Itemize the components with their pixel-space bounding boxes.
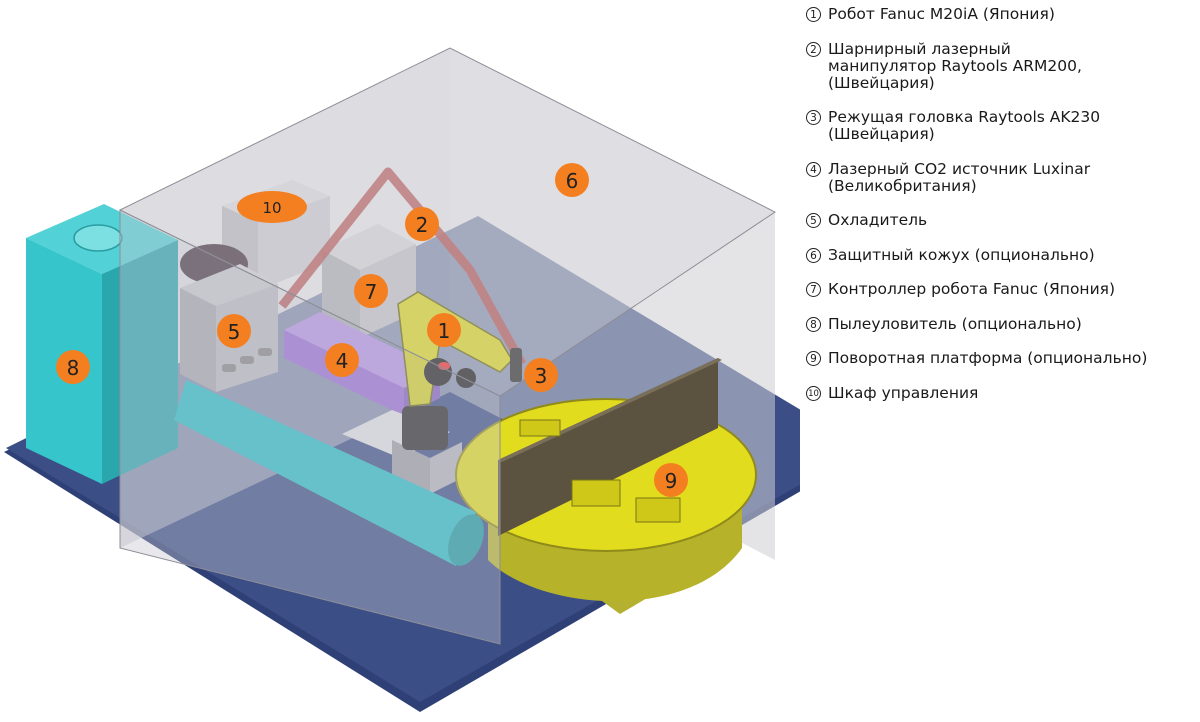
marker-1: 1 [427,313,461,347]
marker-3: 3 [524,358,558,392]
legend-text: Поворотная платформа (опционально) [828,349,1148,367]
robot-controller-top [322,224,416,270]
legend-item-5: 5 Охладитель [806,212,1200,229]
legend-text: Шкаф управления [828,383,979,402]
marker-9: 9 [654,463,688,497]
legend-text: Режущая головка Raytools AK230 [828,108,1101,126]
cutting-head [510,348,522,382]
legend-text: (Швейцария) [828,125,935,143]
legend-item-2: 2 Шарнирный лазерный манипулятор Raytool… [806,39,1200,92]
legend-text: Охладитель [828,211,928,229]
legend-number: 3 [806,110,821,125]
legend-text: (Швейцария) [828,73,935,92]
legend-item-8: 8 Пылеуловитель (опционально) [806,314,1200,333]
enclosure-roof [118,47,776,397]
legend-item-6: 6 Защитный кожух (опционально) [806,245,1200,264]
duct-end [448,514,484,566]
robot-base [402,406,448,450]
robot-red-cap [438,362,450,370]
laser-source-top [284,312,440,388]
svg-text:2: 2 [416,213,429,237]
legend-item-3: 3 Режущая головка Raytools AK230 (Швейца… [806,109,1200,143]
legend-item-1: 1 Робот Fanuc M20iA (Япония) [806,6,1200,23]
fixture [519,419,561,437]
marker-6: 6 [555,163,589,197]
marker-2: 2 [405,207,439,241]
legend: 1 Робот Fanuc M20iA (Япония) 2 Шарнирный… [806,6,1200,419]
legend-text: Пылеуловитель (опционально) [828,314,1082,333]
svg-text:3: 3 [535,364,548,388]
legend-number: 1 [806,7,821,22]
legend-item-10: 10 Шкаф управления [806,383,1200,402]
marker-4: 4 [325,343,359,377]
legend-number: 9 [806,351,821,366]
svg-text:1: 1 [438,319,451,343]
legend-number: 6 [806,247,821,263]
legend-number: 4 [806,161,821,177]
legend-item-9: 9 Поворотная платформа (опционально) [806,350,1200,367]
robot-joint [456,368,476,388]
legend-text: Шарнирный лазерный [828,39,1011,58]
chiller-connector [240,356,254,364]
fixture [635,497,681,523]
svg-text:5: 5 [228,320,241,344]
legend-number: 2 [806,41,821,57]
marker-5: 5 [217,314,251,348]
chiller-top [180,264,278,306]
chiller-connector [222,364,236,372]
fixture [571,479,621,507]
svg-text:6: 6 [566,169,579,193]
legend-text: Защитный кожух (опционально) [828,245,1095,264]
legend-text: (Великобритания) [828,176,977,195]
svg-text:4: 4 [336,349,349,373]
legend-item-7: 7 Контроллер робота Fanuc (Япония) [806,281,1200,298]
legend-number: 7 [806,282,821,297]
legend-text: Лазерный СО2 источник Luxinar [828,159,1091,178]
dust-collector-side [102,240,178,484]
legend-text: манипулятор Raytools ARM200, [828,56,1082,75]
platform-divider [498,358,718,536]
svg-text:7: 7 [365,280,378,304]
robot-pedestal-side [430,442,462,494]
duct [174,380,476,566]
svg-text:10: 10 [262,199,281,217]
legend-text: Робот Fanuc M20iA (Япония) [828,5,1055,23]
marker-7: 7 [354,274,388,308]
chiller-front [180,288,216,392]
dust-collector-lid [73,224,123,252]
robot-controller-front [322,250,360,338]
laser-cell-illustration: 1 2 3 4 5 6 7 8 9 10 [4,47,800,712]
svg-text:8: 8 [67,356,80,380]
legend-text: Контроллер робота Fanuc (Япония) [828,280,1116,298]
legend-number: 5 [806,213,821,228]
marker-8: 8 [56,350,90,384]
chiller-connector [258,348,272,356]
legend-item-4: 4 Лазерный СО2 источник Luxinar (Великоб… [806,159,1200,195]
legend-number: 10 [806,385,821,401]
legend-number: 8 [806,316,821,332]
svg-text:9: 9 [665,469,678,493]
marker-10: 10 [237,191,307,223]
